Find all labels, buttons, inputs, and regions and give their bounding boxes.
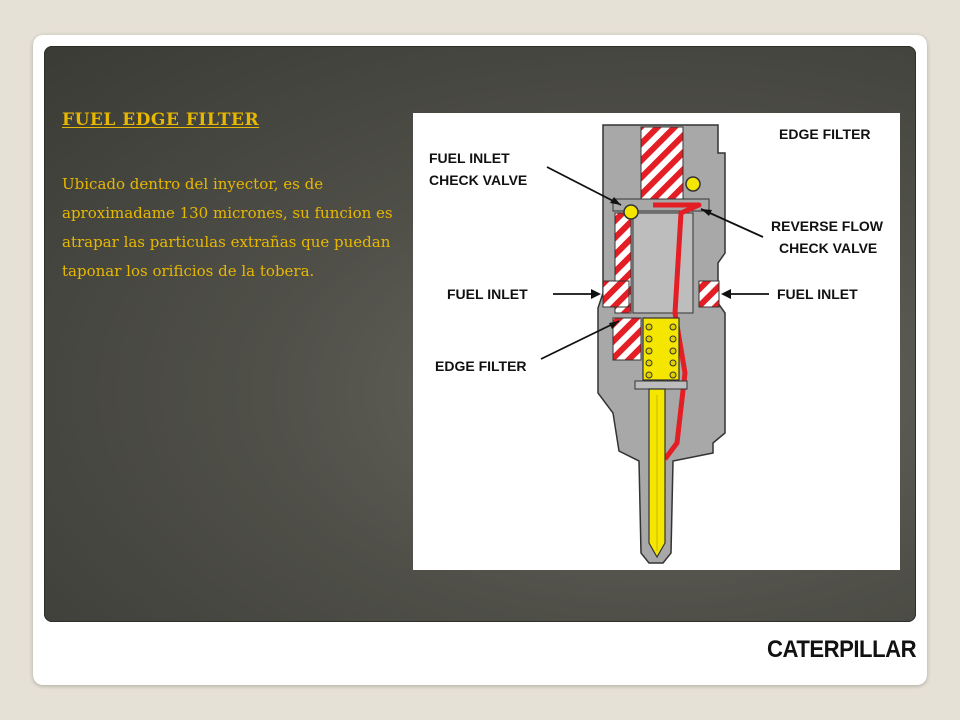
label-edge-filter: EDGE FILTER <box>435 358 527 374</box>
label-fuel-inlet-check-valve-2: CHECK VALVE <box>429 172 527 188</box>
top-fuel-channel <box>640 126 684 204</box>
injector-diagram: EDGE FILTER FUEL INLET CHECK VALVE REVER… <box>413 113 900 570</box>
label-fuel-inlet-left: FUEL INLET <box>447 286 528 302</box>
fuel-passage <box>653 202 702 461</box>
slide-body-text: Ubicado dentro del inyector, es de aprox… <box>62 175 393 280</box>
caterpillar-logo: CATERPILLAR <box>767 636 917 663</box>
label-reverse-flow-1: REVERSE FLOW <box>771 218 884 234</box>
label-fuel-inlet-check-valve-1: FUEL INLET <box>429 150 510 166</box>
label-reverse-flow-2: CHECK VALVE <box>779 240 877 256</box>
slide-title: FUEL EDGE FILTER <box>62 110 260 130</box>
reverse-flow-check-valve-ball <box>685 176 701 192</box>
label-fuel-inlet-right: FUEL INLET <box>777 286 858 302</box>
fuel-inlet-check-valve-ball <box>623 204 639 220</box>
right-fuel-inlet <box>698 280 720 308</box>
diagram-heading: EDGE FILTER <box>779 126 871 142</box>
